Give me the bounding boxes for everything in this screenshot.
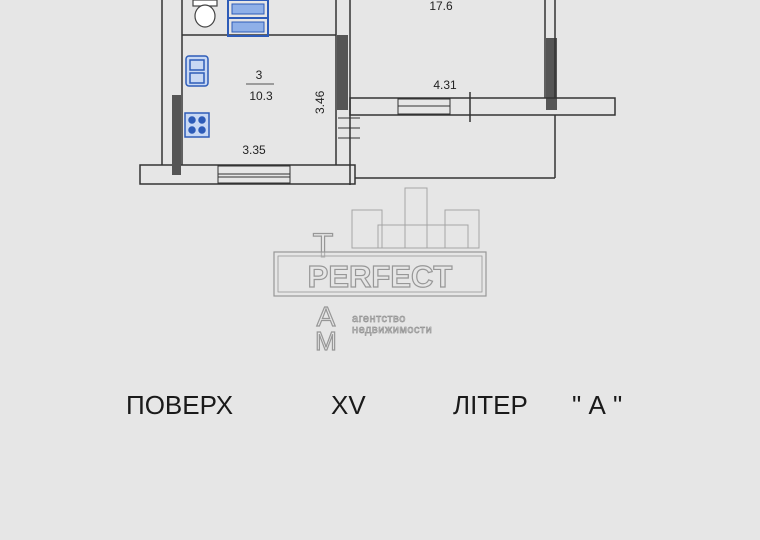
toilet-icon (192, 0, 218, 28)
watermark-letter-m: М (315, 326, 337, 356)
building-logo-icon (351, 187, 480, 249)
room-3-length: 3.46 (313, 90, 327, 114)
floor-label: ПОВЕРХ (126, 390, 234, 420)
balcony-walls (349, 0, 616, 179)
letter-label: ЛІТЕР (453, 390, 528, 420)
floor-caption: ПОВЕРХ XV ЛІТЕР " А " (0, 390, 760, 430)
fixtures (184, 0, 269, 138)
kitchen-window (217, 165, 291, 184)
room-3-area: 10.3 (249, 89, 273, 103)
room-3-width: 3.35 (242, 143, 266, 157)
wall-blocks (172, 35, 557, 175)
agency-watermark: Т PERFECT А М агентство недвижимости (273, 187, 487, 357)
sink-icon (185, 55, 209, 87)
kitchen-walls (139, 0, 356, 185)
letter-value: " А " (572, 390, 623, 420)
room-big-area: 17.6 (429, 0, 453, 13)
watermark-tagline-1: агентство (352, 313, 406, 325)
balcony-window (397, 98, 451, 115)
room-3-number: 3 (256, 68, 263, 82)
balcony-length: 4.31 (433, 78, 457, 92)
floor-number: XV (331, 390, 366, 420)
watermark-brand: PERFECT (308, 259, 453, 294)
kitchen-door (338, 117, 360, 139)
stove-icon (184, 112, 210, 138)
watermark-letter-a: А (317, 301, 336, 332)
watermark-tagline-2: недвижимости (352, 324, 432, 336)
